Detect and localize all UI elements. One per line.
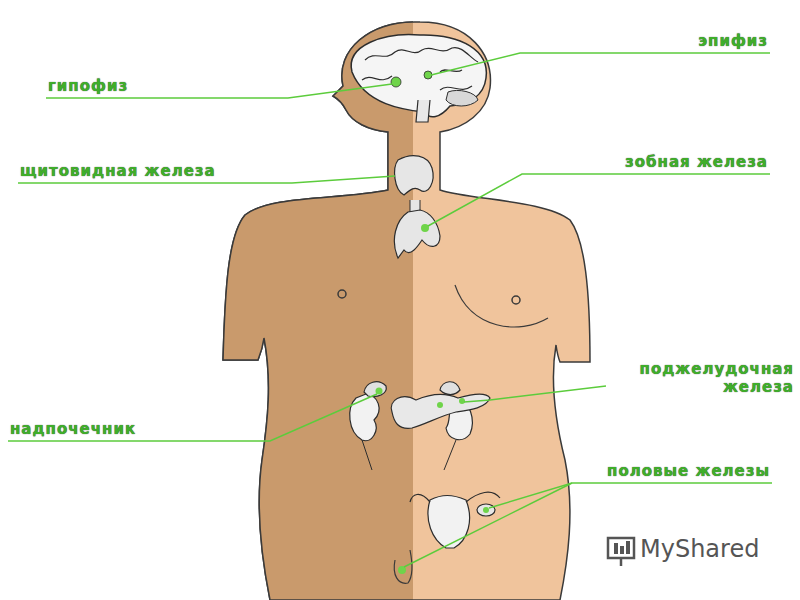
watermark-icon — [608, 538, 634, 566]
gland-label: половые железы — [607, 462, 770, 480]
brain — [351, 35, 486, 122]
thymus-gland — [394, 210, 440, 258]
leader-lines — [8, 53, 772, 567]
gland-label: щитовидная железа — [20, 162, 216, 180]
gland-label: гипофиз — [48, 77, 128, 95]
thyroid-gland — [395, 156, 433, 212]
gland-label: надпочечник — [10, 420, 136, 438]
watermark: MyShared — [640, 535, 759, 563]
body-silhouette — [223, 22, 590, 600]
gland-label: зобная железа — [625, 153, 768, 171]
gland-label: поджелудочная железа — [608, 360, 794, 396]
gland-label: эпифиз — [698, 32, 768, 50]
pancreas — [391, 394, 490, 428]
